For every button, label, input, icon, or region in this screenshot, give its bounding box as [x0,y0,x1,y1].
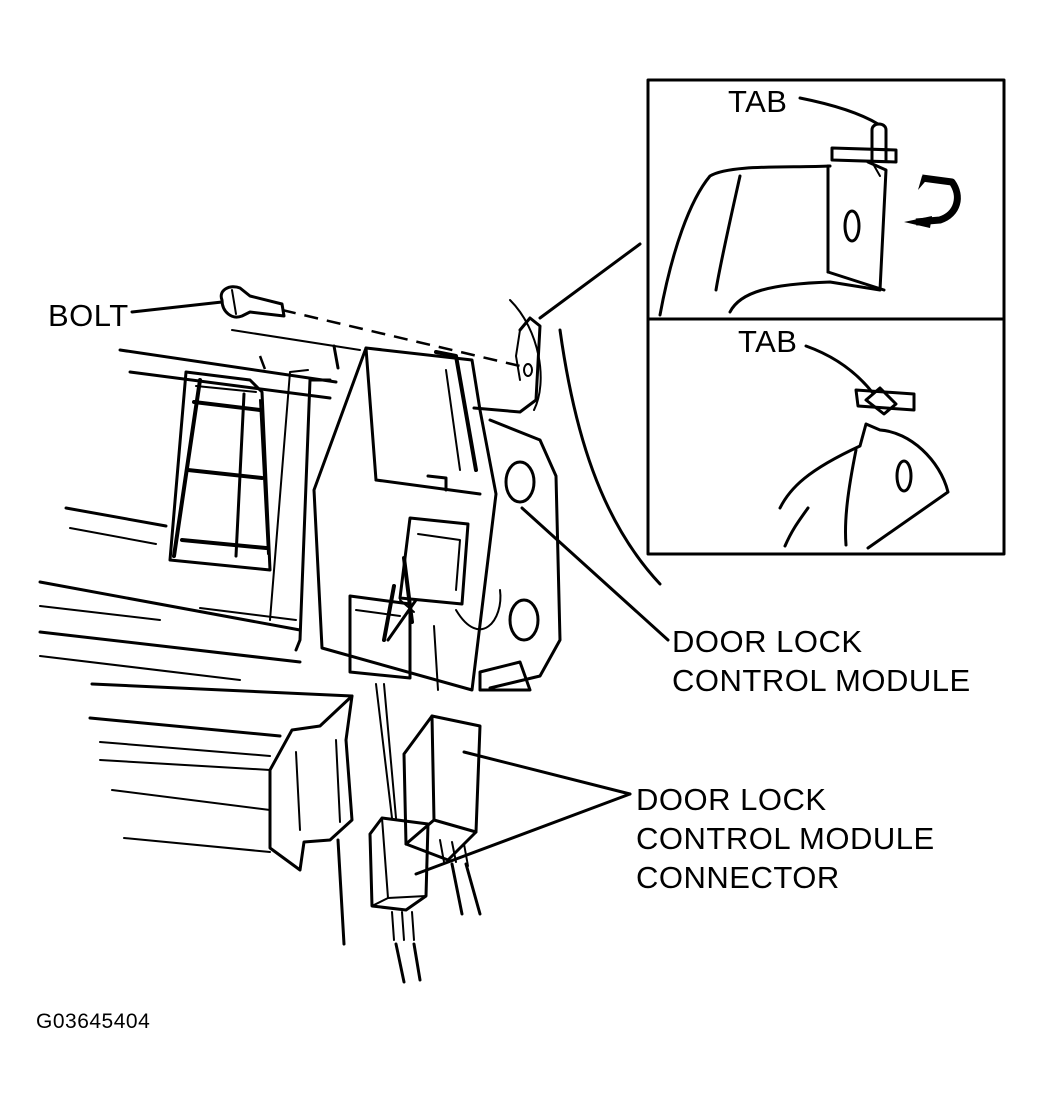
bolt-label: BOLT [48,296,129,335]
connector-label-line-1: DOOR LOCK [636,782,827,817]
connector-label: DOOR LOCK CONTROL MODULE CONNECTOR [636,780,935,897]
bolt-leader-line [130,300,224,314]
module-label: DOOR LOCK CONTROL MODULE [672,622,971,700]
connector-label-line-3: CONNECTOR [636,860,840,895]
rotate-arrow-icon [904,174,961,228]
tab-upper [870,122,888,162]
bolt-label-text: BOLT [48,298,129,333]
module-label-line-2: CONTROL MODULE [672,663,971,698]
door-panel [38,329,361,946]
inset-upper-bracket [658,122,898,317]
module-label-line-1: DOOR LOCK [672,624,863,659]
tab-top-label: TAB [728,82,788,121]
tab-bottom-leader-line [804,344,874,394]
module-bracket-clip [472,316,542,414]
bracket-hole-lower [895,459,913,493]
tab-bottom-label-text: TAB [738,324,798,359]
bolt-axis-dashed [281,308,521,368]
inset-lower-bracket [778,386,950,550]
tab-slot-lower [854,388,916,412]
figure-id: G03645404 [36,1010,151,1033]
tab-lower [864,386,898,416]
tab-bottom-label: TAB [738,322,798,361]
tab-top-label-text: TAB [728,84,788,119]
tab-detail-inset [646,78,1006,556]
connector-leader-line-2 [414,792,632,876]
module-leader-line [520,506,670,642]
tab-top-leader-line [798,96,880,126]
door-lock-control-module [312,346,562,692]
bolt-icon [219,285,286,319]
connector-label-line-2: CONTROL MODULE [636,821,935,856]
inset-leader-line [538,242,642,320]
door-edge-outer [558,328,662,586]
tab-slot-upper [830,146,898,164]
door-lock-connectors [368,683,482,984]
connector-leader-line-1 [462,750,632,796]
bracket-hole [843,209,861,243]
